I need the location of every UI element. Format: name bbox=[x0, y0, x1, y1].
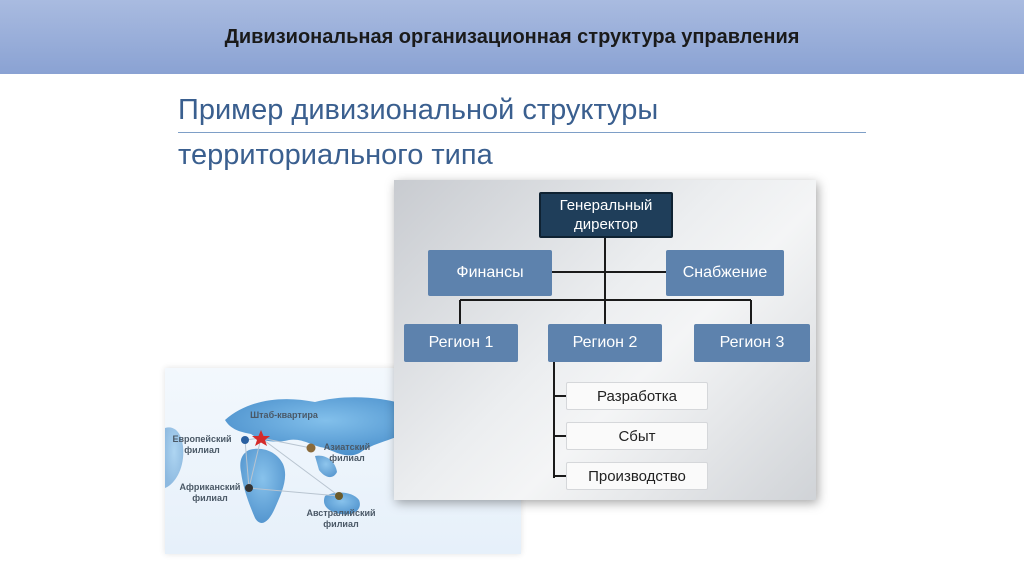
supply-box: Снабжение bbox=[666, 250, 784, 296]
slide-title: Дивизиональная организационная структура… bbox=[224, 26, 800, 48]
ceo-line-2: директор bbox=[574, 216, 638, 233]
map-label-australia: Австралийский филиал bbox=[299, 508, 383, 530]
slide-subtitle: Пример дивизиональной структуры территор… bbox=[178, 88, 868, 177]
org-chart-panel: Генеральный директор Финансы Снабжение Р… bbox=[394, 180, 816, 500]
finance-box: Финансы bbox=[428, 250, 552, 296]
map-label-asia: Азиатский филиал bbox=[317, 442, 377, 464]
australia-line-2: филиал bbox=[323, 519, 359, 529]
africa-branch-marker-icon bbox=[245, 484, 253, 492]
europe-line-2: филиал bbox=[184, 445, 220, 455]
africa-line-1: Африканский bbox=[179, 482, 241, 492]
map-label-africa: Африканский филиал bbox=[175, 482, 245, 504]
region-2-box: Регион 2 bbox=[548, 324, 662, 362]
europe-line-1: Европейский bbox=[172, 434, 232, 444]
europe-branch-marker-icon bbox=[241, 436, 249, 444]
map-label-europe: Европейский филиал bbox=[167, 434, 237, 456]
australia-branch-marker-icon bbox=[335, 492, 343, 500]
africa-line-2: филиал bbox=[192, 493, 228, 503]
ceo-box: Генеральный директор bbox=[539, 192, 673, 238]
subtitle-line-2: территориального типа bbox=[178, 139, 493, 171]
slide-header: Дивизиональная организационная структура… bbox=[0, 0, 1024, 74]
development-box: Разработка bbox=[566, 382, 708, 410]
subtitle-line-1: Пример дивизиональной структуры bbox=[178, 88, 866, 133]
sales-box: Сбыт bbox=[566, 422, 708, 450]
org-chart-connectors bbox=[459, 238, 752, 478]
australia-line-1: Австралийский bbox=[306, 508, 376, 518]
region-1-box: Регион 1 bbox=[404, 324, 518, 362]
headquarters-star-icon bbox=[252, 430, 270, 446]
ceo-line-1: Генеральный bbox=[559, 197, 653, 214]
production-box: Производство bbox=[566, 462, 708, 490]
asia-line-1: Азиатский bbox=[323, 442, 371, 452]
asia-branch-marker-icon bbox=[306, 443, 316, 453]
asia-line-2: филиал bbox=[329, 453, 365, 463]
world-map-graphic bbox=[165, 397, 427, 523]
map-label-hq: Штаб-квартира bbox=[250, 410, 318, 420]
region-3-box: Регион 3 bbox=[694, 324, 810, 362]
